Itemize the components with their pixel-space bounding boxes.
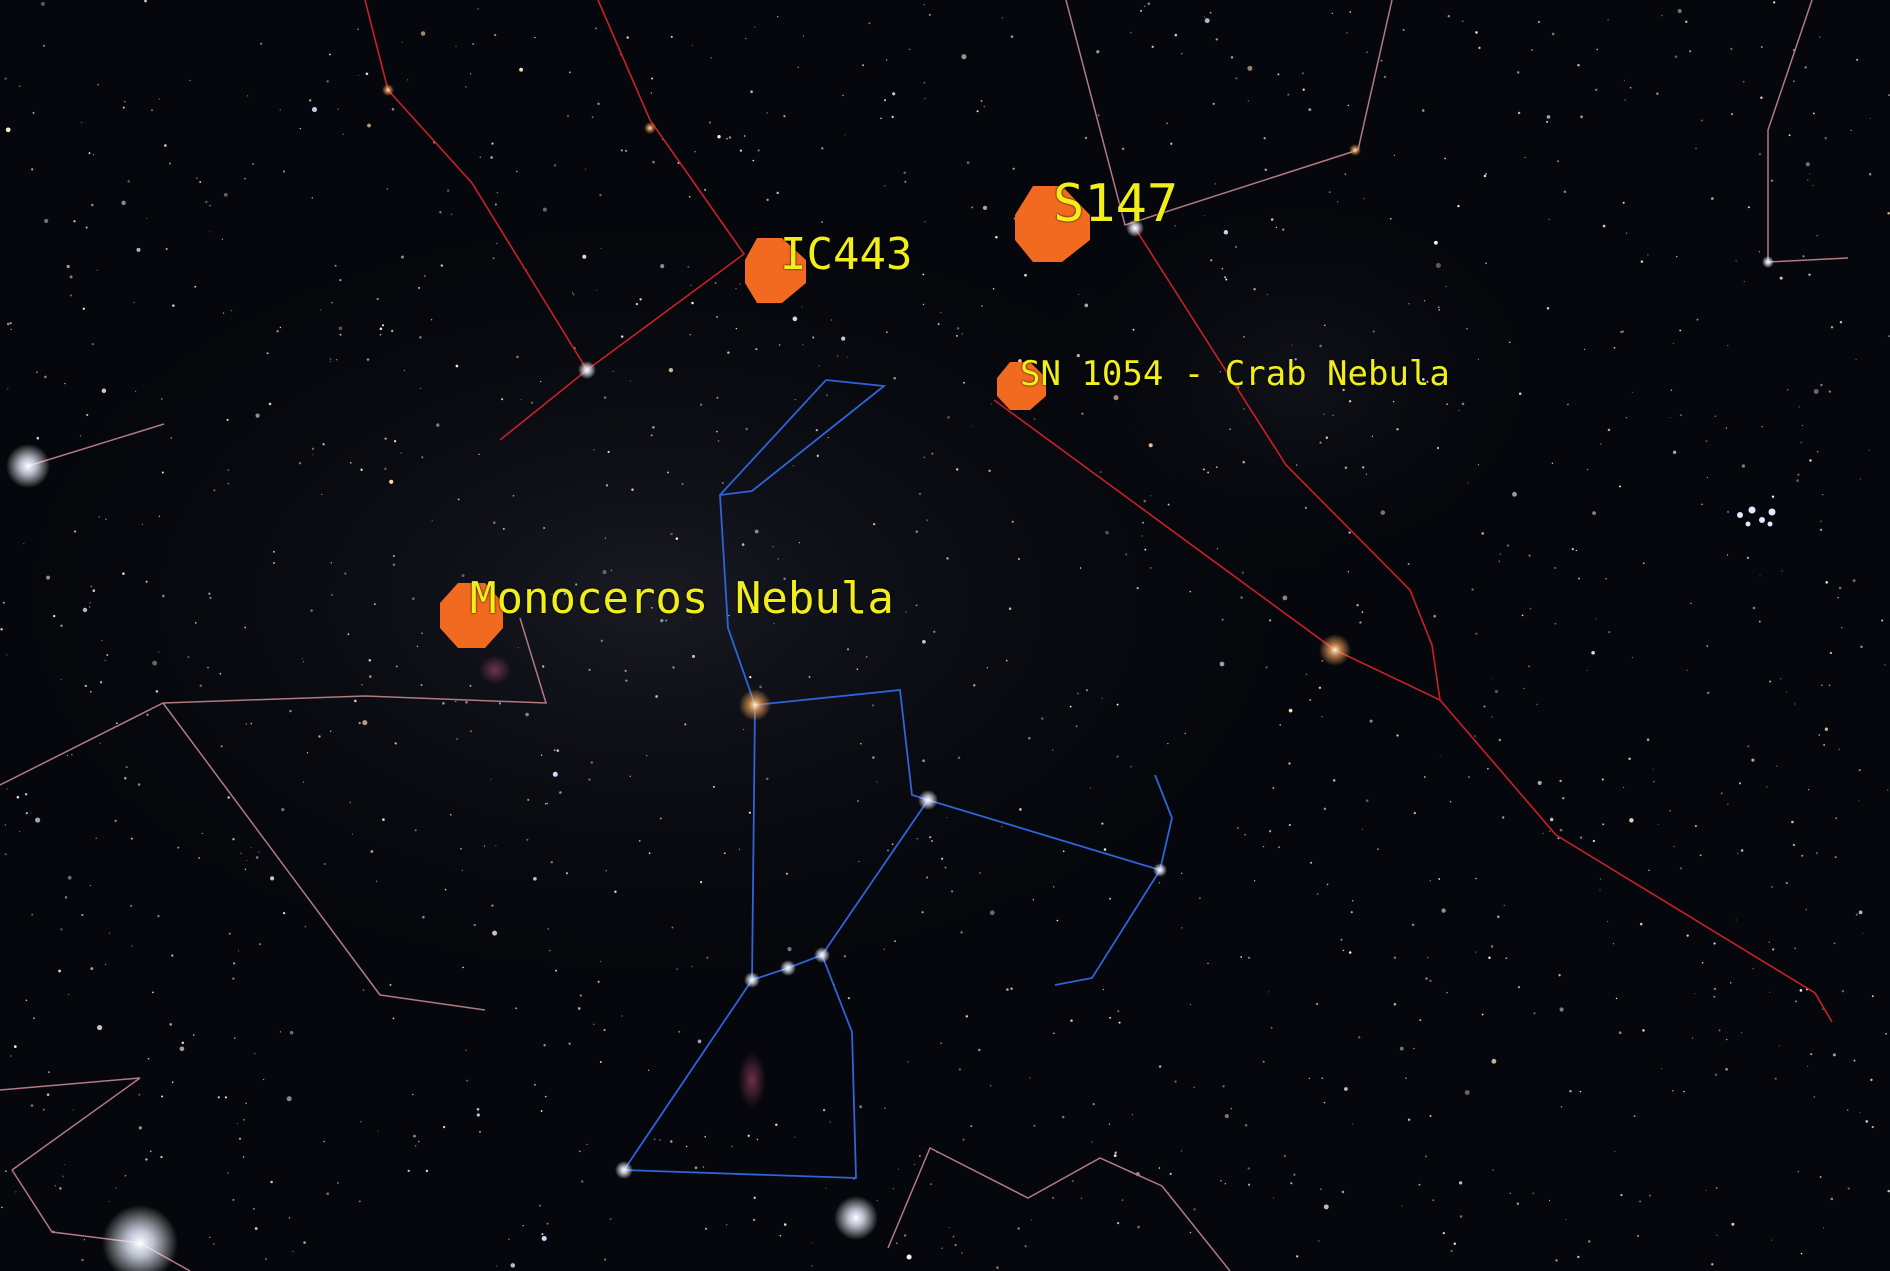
s147-marker[interactable]: [1015, 186, 1090, 262]
ic443-marker[interactable]: [745, 238, 806, 303]
crab-nebula-marker[interactable]: [997, 362, 1046, 410]
constellation-lines: [0, 0, 1849, 1271]
bright-stars: [6, 84, 1774, 1271]
s147-label[interactable]: S147: [1053, 174, 1179, 234]
pleiades-cluster: [1737, 506, 1776, 527]
rosette-nebula: [479, 656, 511, 684]
orion-nebula: [738, 1052, 766, 1108]
crab-nebula-label[interactable]: SN 1054 - Crab Nebula: [1020, 354, 1450, 394]
ic443-label[interactable]: IC443: [780, 229, 913, 280]
monoceros-nebula-label[interactable]: Monoceros Nebula: [470, 573, 894, 624]
monoceros-nebula-marker[interactable]: [440, 583, 503, 648]
sky-haze: [1040, 180, 1560, 580]
